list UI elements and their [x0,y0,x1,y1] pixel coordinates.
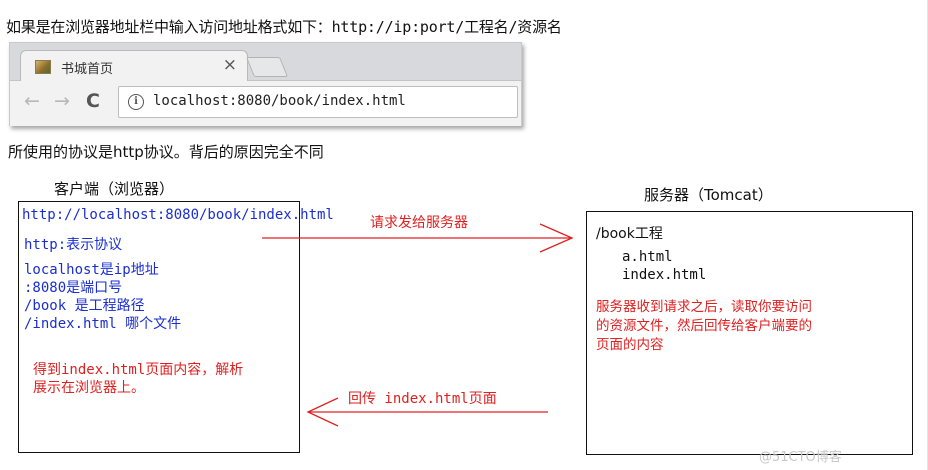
address-bar[interactable]: i localhost:8080/book/index.html [118,86,518,118]
favicon-icon [35,60,51,74]
browser-toolbar: ← → C i localhost:8080/book/index.html [10,81,521,126]
address-bar-url: localhost:8080/book/index.html [153,93,406,109]
request-arrow-label: 请求发给服务器 [370,215,468,231]
watermark: @51CTO博客 [759,450,842,465]
client-line-file: /index.html 哪个文件 [24,316,182,332]
client-label: 客户端（浏览器） [54,180,175,198]
client-line-port: :8080是端口号 [24,280,123,296]
server-note-line-3: 页面的内容 [596,337,664,353]
reload-icon[interactable]: C [86,90,100,112]
close-tab-icon[interactable]: × [222,55,237,75]
server-note-line-1: 服务器收到请求之后，读取你要访问 [596,299,812,315]
info-icon[interactable]: i [128,94,144,110]
browser-window: 书城首页 × ← → C i localhost:8080/book/index… [9,42,522,126]
back-arrow-icon[interactable]: ← [24,90,40,112]
server-project: /book工程 [596,226,663,242]
request-arrow [262,223,574,253]
client-url: http://localhost:8080/book/index.html [22,207,334,223]
server-note-line-2: 的资源文件，然后回传给客户端要的 [596,318,812,334]
client-line-protocol: http:表示协议 [24,237,123,253]
protocol-note: 所使用的协议是http协议。背后的原因完全不同 [8,143,324,161]
client-result-line-1: 得到index.html页面内容，解析 [33,362,244,378]
server-file-a: a.html [622,249,673,265]
forward-arrow-icon[interactable]: → [54,90,70,112]
server-label: 服务器（Tomcat） [644,186,773,204]
tab-title: 书城首页 [61,62,114,77]
response-arrow-label: 回传 index.html页面 [348,391,497,407]
tab-strip: 书城首页 × [10,43,521,82]
server-file-index: index.html [622,267,707,283]
intro-text: 如果是在浏览器地址栏中输入访问地址格式如下：http://ip:port/工程名… [6,18,562,36]
client-line-host: localhost是ip地址 [24,262,159,278]
client-result-line-2: 展示在浏览器上。 [33,380,145,396]
browser-tab[interactable]: 书城首页 × [20,50,248,82]
client-box: http://localhost:8080/book/index.html ht… [18,201,334,453]
server-box: /book工程 a.html index.html 服务器收到请求之后，读取你要… [586,211,913,455]
client-line-project: /book 是工程路径 [24,298,145,314]
response-arrow [306,397,548,427]
